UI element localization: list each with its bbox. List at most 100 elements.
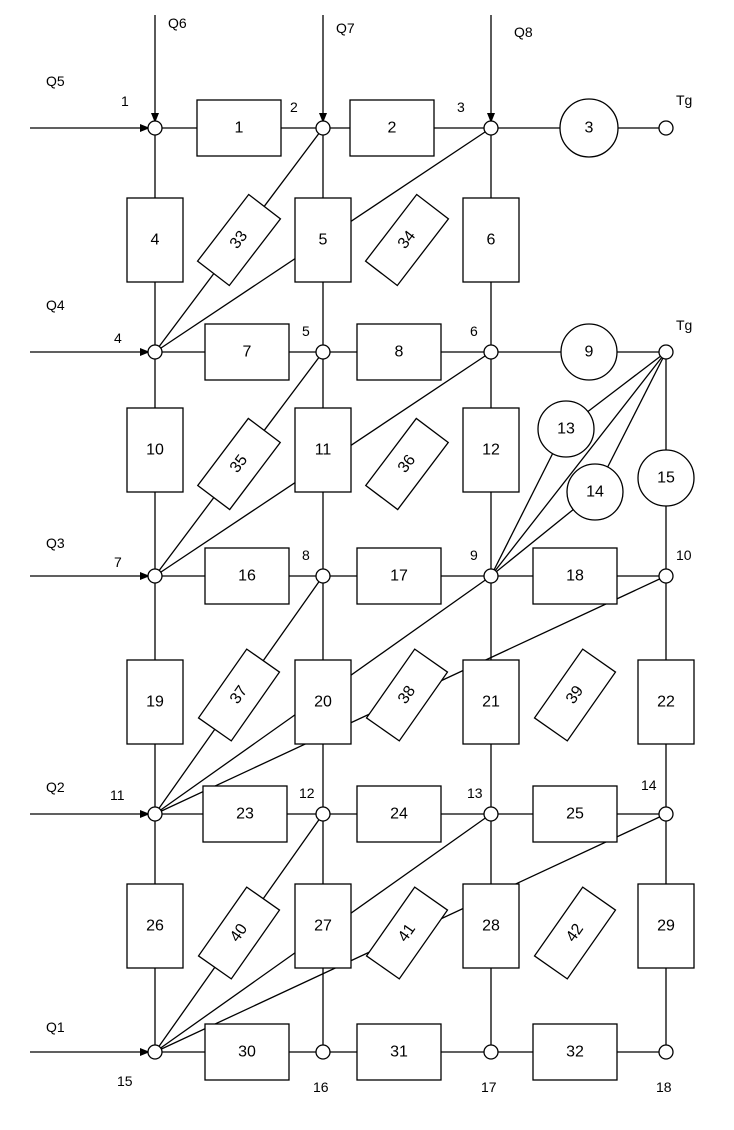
node-label-3: 3: [457, 99, 465, 115]
source-label-q2: Q2: [46, 779, 65, 795]
node-11: [147, 806, 163, 822]
element-26: 26: [126, 883, 184, 969]
element-16: 16: [204, 547, 290, 605]
element-1: 1: [196, 99, 282, 157]
svg-text:3: 3: [585, 120, 594, 137]
element-20: 20: [294, 659, 352, 745]
source-label-q6: Q6: [168, 15, 187, 31]
element-15: 15: [637, 449, 695, 507]
svg-text:15: 15: [657, 470, 675, 487]
element-18: 18: [532, 547, 618, 605]
element-35: 35: [196, 417, 282, 511]
element-30: 30: [204, 1023, 290, 1081]
element-7: 7: [204, 323, 290, 381]
element-32: 32: [532, 1023, 618, 1081]
node-label-18: 18: [656, 1079, 672, 1095]
svg-text:10: 10: [146, 442, 164, 459]
svg-text:1: 1: [235, 120, 244, 137]
svg-text:12: 12: [482, 442, 500, 459]
element-25: 25: [532, 785, 618, 843]
svg-text:32: 32: [566, 1044, 584, 1061]
node-2: [315, 120, 331, 136]
element-4: 4: [126, 197, 184, 283]
element-40: 40: [197, 886, 281, 980]
node-9: [483, 568, 499, 584]
node-label-17: 17: [481, 1079, 497, 1095]
node-label-6: 6: [470, 323, 478, 339]
svg-text:16: 16: [238, 568, 256, 585]
node-label-4: 4: [114, 330, 122, 346]
svg-text:21: 21: [482, 694, 500, 711]
svg-text:31: 31: [390, 1044, 408, 1061]
svg-text:26: 26: [146, 918, 164, 935]
element-21: 21: [462, 659, 520, 745]
svg-text:17: 17: [390, 568, 408, 585]
element-9: 9: [560, 323, 618, 381]
node-8: [315, 568, 331, 584]
node-label-7: 7: [114, 554, 122, 570]
element-3: 3: [559, 98, 619, 158]
element-38: 38: [365, 648, 449, 742]
element-14: 14: [566, 463, 624, 521]
svg-text:2: 2: [388, 120, 397, 137]
element-37: 37: [197, 648, 281, 742]
element-39: 39: [533, 648, 617, 742]
element-29: 29: [637, 883, 695, 969]
node-3: [483, 120, 499, 136]
svg-text:11: 11: [315, 442, 332, 459]
node-label-16: 16: [313, 1079, 329, 1095]
node-label-9: 9: [470, 547, 478, 563]
element-6: 6: [462, 197, 520, 283]
node-label-12: 12: [299, 785, 315, 801]
svg-text:8: 8: [395, 344, 404, 361]
node-label-11: 11: [110, 787, 125, 803]
svg-text:27: 27: [314, 918, 332, 935]
element-41: 41: [365, 886, 449, 980]
nodes-layer: [147, 120, 674, 1060]
node-6: [483, 344, 499, 360]
svg-text:5: 5: [319, 232, 328, 249]
node-label-13: 13: [467, 785, 483, 801]
svg-text:20: 20: [314, 694, 332, 711]
element-31: 31: [356, 1023, 442, 1081]
source-label-q3: Q3: [46, 535, 65, 551]
element-23: 23: [202, 785, 288, 843]
source-label-q8: Q8: [514, 24, 533, 40]
svg-text:18: 18: [566, 568, 584, 585]
element-34: 34: [364, 193, 450, 287]
svg-text:9: 9: [585, 344, 594, 361]
node-label-8: 8: [302, 547, 310, 563]
node-14: [658, 806, 674, 822]
element-42: 42: [533, 886, 617, 980]
node-tg-2: [658, 344, 674, 360]
element-24: 24: [356, 785, 442, 843]
svg-text:24: 24: [390, 806, 408, 823]
source-label-q5: Q5: [46, 73, 65, 89]
element-27: 27: [294, 883, 352, 969]
node-label-15: 15: [117, 1073, 133, 1089]
terminal-label-tg-2: Tg: [676, 317, 692, 333]
svg-text:7: 7: [243, 344, 252, 361]
element-17: 17: [356, 547, 442, 605]
element-36: 36: [364, 417, 450, 511]
source-label-q7: Q7: [336, 20, 355, 36]
element-2: 2: [349, 99, 435, 157]
element-19: 19: [126, 659, 184, 745]
svg-text:13: 13: [557, 421, 575, 438]
element-13: 13: [537, 400, 595, 458]
wire-tg-9-a: [490, 351, 667, 577]
source-label-q1: Q1: [46, 1019, 65, 1035]
node-7: [147, 568, 163, 584]
node-label-1: 1: [121, 93, 129, 109]
node-18: [658, 1044, 674, 1060]
element-22: 22: [637, 659, 695, 745]
element-10: 10: [126, 407, 184, 493]
node-17: [483, 1044, 499, 1060]
node-label-2: 2: [290, 99, 298, 115]
svg-text:28: 28: [482, 918, 500, 935]
node-15: [147, 1044, 163, 1060]
node-13: [483, 806, 499, 822]
element-12: 12: [462, 407, 520, 493]
element-11: 11: [294, 407, 352, 493]
